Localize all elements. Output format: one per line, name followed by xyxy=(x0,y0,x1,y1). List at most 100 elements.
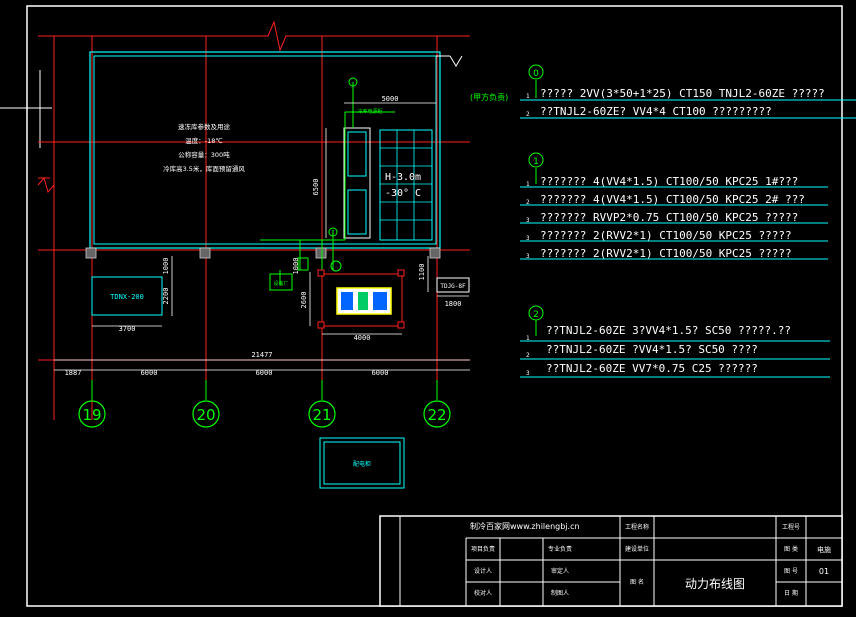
group-2-marker xyxy=(528,305,544,321)
legend-row: ????? 2VV(3*50+1*25) CT150 TNJL2-60ZE ??… xyxy=(540,87,825,100)
evap-label: H-3.0m xyxy=(385,172,421,183)
axis-19: 19 xyxy=(82,406,101,424)
svg-text:21477: 21477 xyxy=(251,351,272,359)
legend-row: ??TNJL2-60ZE ?VV4*1.5? SC50 ???? xyxy=(546,343,758,356)
svg-text:3: 3 xyxy=(526,235,530,242)
legend-row: ??????? 2(RVV2*1) CT100/50 KPC25 ????? xyxy=(540,247,792,260)
svg-text:制图人: 制图人 xyxy=(551,589,569,597)
svg-text:设计人: 设计人 xyxy=(474,567,492,575)
svg-text:2: 2 xyxy=(526,352,530,359)
svg-text:1: 1 xyxy=(526,181,530,188)
svg-text:电施: 电施 xyxy=(817,545,831,554)
svg-text:1887: 1887 xyxy=(65,369,82,377)
svg-text:图 名: 图 名 xyxy=(630,578,644,586)
small-switch xyxy=(297,257,309,271)
drawing-title: 动力布线图 xyxy=(685,577,745,591)
svg-text:2200: 2200 xyxy=(162,288,170,305)
box-bottom-label: 配电柜 xyxy=(353,460,371,468)
compressor-2 xyxy=(358,292,368,310)
unit-corner xyxy=(317,269,325,277)
unit-corner xyxy=(317,321,325,329)
legend-row: ??TNJL2-60ZE 3?VV4*1.5? SC50 ?????.?? xyxy=(546,324,791,337)
svg-text:2600: 2600 xyxy=(300,292,308,309)
svg-text:图 号: 图 号 xyxy=(784,568,798,575)
legend-row: ??????? 2(RVV2*1) CT100/50 KPC25 ????? xyxy=(540,229,792,242)
svg-text:6000: 6000 xyxy=(256,369,273,377)
legend-row: ??????? RVVP2*0.75 CT100/50 KPC25 ????? xyxy=(540,211,798,224)
box-bottom-outer xyxy=(319,437,405,489)
svg-text:校对人: 校对人 xyxy=(474,589,492,597)
svg-text:日 期: 日 期 xyxy=(784,589,798,597)
legend-row: ??TNJL2-60ZE VV7*0.75 C25 ?????? xyxy=(546,362,758,375)
small-panel xyxy=(269,273,293,291)
svg-text:6000: 6000 xyxy=(372,369,389,377)
svg-text:温度：-18℃: 温度：-18℃ xyxy=(185,136,222,145)
cold-room-outer xyxy=(89,51,441,249)
compressor-1 xyxy=(341,292,353,310)
storage-grid-lines xyxy=(380,130,432,240)
axis-21: 21 xyxy=(312,406,331,424)
svg-text:审定人: 审定人 xyxy=(551,567,569,575)
box-left xyxy=(91,276,163,316)
box-right-label: TDJG-8F xyxy=(440,283,466,290)
svg-text:0: 0 xyxy=(533,69,539,79)
legend-row: ??????? 4(VV4*1.5) CT100/50 KPC25 1#??? xyxy=(540,175,798,188)
group-0-marker xyxy=(528,64,544,80)
storage-grid xyxy=(379,129,433,241)
axis-20: 20 xyxy=(196,406,215,424)
svg-text:工程名称: 工程名称 xyxy=(625,523,649,531)
svg-text:图 类: 图 类 xyxy=(784,545,798,553)
svg-text:1100: 1100 xyxy=(418,264,426,281)
room-label-top: 冷库电源柜 xyxy=(357,108,382,115)
svg-text:1800: 1800 xyxy=(445,300,462,308)
red-axis-lines xyxy=(37,20,470,420)
group-1-marker xyxy=(528,152,544,168)
svg-text:1000: 1000 xyxy=(292,258,300,275)
legend-row: ??????? 4(VV4*1.5) CT100/50 KPC25 2# ??? xyxy=(540,193,805,206)
svg-text:1: 1 xyxy=(533,157,539,167)
evaporator-rack xyxy=(343,127,371,239)
svg-text:冷库高3.5米，库面预留通风: 冷库高3.5米，库面预留通风 xyxy=(163,164,245,173)
svg-text:1000: 1000 xyxy=(162,258,170,275)
svg-text:6500: 6500 xyxy=(312,179,320,196)
small-panel-label: 设备厂 xyxy=(273,280,288,287)
svg-text:01: 01 xyxy=(819,567,829,576)
evap-temp: -30° C xyxy=(385,188,421,199)
svg-text:项目负责: 项目负责 xyxy=(471,545,495,553)
dimension-texts: 5000 6500 1000 2200 1000 2600 1100 3700 … xyxy=(65,95,462,377)
box-bottom-inner xyxy=(323,441,401,485)
junction-3 xyxy=(330,260,342,272)
evaporator-2 xyxy=(347,189,367,235)
box-right xyxy=(436,277,470,293)
unit-corner xyxy=(397,269,405,277)
svg-text:1: 1 xyxy=(526,335,530,342)
compressor-3 xyxy=(373,292,387,310)
junction-2 xyxy=(328,227,338,237)
junction-1 xyxy=(348,77,358,87)
owner-label: (甲方负责) xyxy=(470,92,508,102)
svg-text:速冻库参数及用途: 速冻库参数及用途 xyxy=(178,122,231,131)
svg-text:3: 3 xyxy=(526,370,530,377)
svg-text:专业负责: 专业负责 xyxy=(548,545,572,553)
svg-text:2: 2 xyxy=(526,199,530,206)
svg-text:3: 3 xyxy=(526,217,530,224)
axis-22: 22 xyxy=(427,406,446,424)
svg-text:公称容量：300吨: 公称容量：300吨 xyxy=(178,150,230,159)
svg-text:建设单位: 建设单位 xyxy=(625,545,649,553)
svg-text:2: 2 xyxy=(533,310,539,320)
company-text: 制冷百家网www.zhilengbj.cn xyxy=(470,521,580,531)
column-markers xyxy=(85,247,441,259)
svg-text:5000: 5000 xyxy=(382,95,399,103)
svg-text:2: 2 xyxy=(526,111,530,118)
evaporator-1 xyxy=(347,131,367,177)
svg-text:1: 1 xyxy=(526,93,530,100)
legend: (甲方负责) 0 1 ????? 2VV(3*50+1*25) CT150 TN… xyxy=(470,64,856,378)
title-block: 制冷百家网www.zhilengbj.cn 工程名称 工程号 项目负责 专业负责… xyxy=(379,515,843,607)
unit-corner xyxy=(397,321,405,329)
svg-text:6000: 6000 xyxy=(141,369,158,377)
axis-bubbles: 19 20 21 22 xyxy=(78,380,451,428)
legend-row: ??TNJL2-60ZE? VV4*4 CT100 ????????? xyxy=(540,105,772,118)
svg-text:3: 3 xyxy=(526,253,530,260)
room-notes: 速冻库参数及用途 温度：-18℃ 公称容量：300吨 冷库高3.5米，库面预留通… xyxy=(163,122,245,173)
